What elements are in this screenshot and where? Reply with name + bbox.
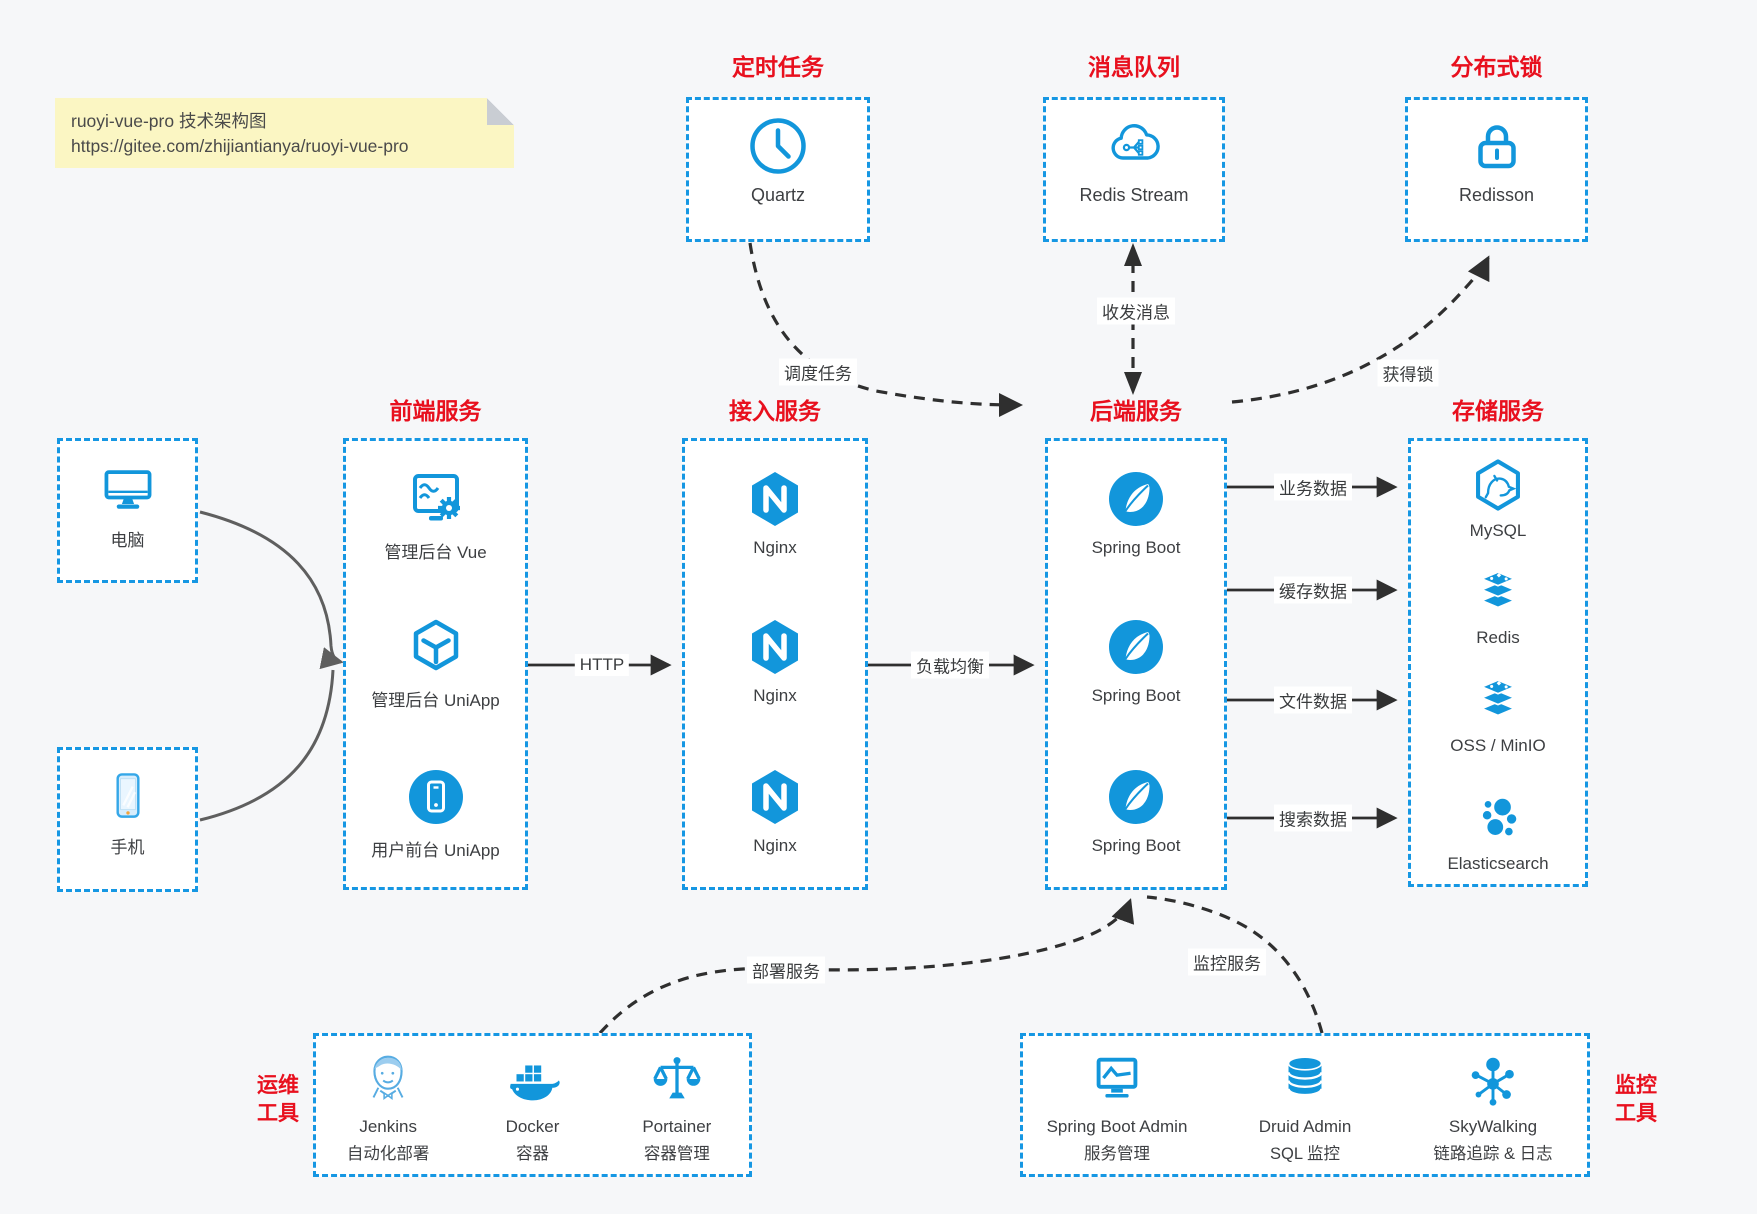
title-frontend: 前端服务 [389,398,482,424]
box-client-mobile: 手机 [57,747,198,892]
ops-tools-label: 运维 工具 [257,1074,299,1125]
box-storage: MySQL Redis OSS / MinIO Elasticsearch [1408,438,1588,887]
tool-spring-boot-admin: Spring Boot Admin 服务管理 [1023,1036,1211,1174]
node-label: OSS / MinIO [1450,736,1546,755]
node-label: 电脑 [110,531,145,550]
node-label: 管理后台 UniApp [371,691,500,710]
docker-icon [501,1049,563,1111]
node-label: Nginx [753,686,797,705]
tool-name: Jenkins [359,1117,417,1136]
node-label: 用户前台 UniApp [371,841,500,860]
title-storage: 存储服务 [1452,398,1544,424]
vue-admin-screen-icon [404,467,468,531]
title-message-queue: 消息队列 [1088,54,1180,80]
box-monitor-tools: Spring Boot Admin 服务管理 Druid Admin SQL 监… [1020,1033,1590,1177]
title-distributed-lock: 分布式锁 [1450,54,1543,80]
elasticsearch-icon [1469,789,1527,847]
tool-name: Docker [505,1117,560,1136]
tool-name: Druid Admin [1258,1117,1352,1136]
sticky-note: ruoyi-vue-pro 技术架构图 https://gitee.com/zh… [55,98,514,168]
nginx-icon [743,765,807,829]
tool-name: SkyWalking [1448,1117,1538,1136]
spring-boot-icon [1104,467,1168,531]
edge-label-business-data: 业务数据 [1274,473,1352,501]
note-fold-corner [487,98,514,125]
tool-desc: SQL 监控 [1270,1145,1340,1163]
node-label: Elasticsearch [1447,854,1549,873]
redis-icon [1469,563,1527,621]
cloud-stream-icon [1102,114,1166,178]
tool-skywalking: SkyWalking 链路追踪 & 日志 [1399,1036,1587,1174]
node-label: Nginx [753,836,797,855]
smartphone-icon [98,766,158,826]
node-label: Redis [1476,628,1520,647]
note-title: ruoyi-vue-pro 技术架构图 [71,111,267,131]
skywalking-icon [1462,1049,1524,1111]
box-frontend: 管理后台 Vue 管理后台 UniApp 用户前台 UniApp [343,438,528,890]
edge-label-monitor-service: 监控服务 [1188,948,1266,976]
title-access: 接入服务 [729,398,821,424]
clock-icon [746,114,810,178]
node-label: Spring Boot [1091,836,1181,855]
edge-label-send-receive-msg: 收发消息 [1097,297,1175,325]
note-url: https://gitee.com/zhijiantianya/ruoyi-vu… [71,136,409,156]
edge-label-schedule-task: 调度任务 [779,358,857,386]
title-scheduled-task: 定时任务 [732,54,824,80]
box-ops-tools: Jenkins 自动化部署 Docker 容器 Portainer 容器管理 [313,1033,752,1177]
box-distributed-lock: Redisson [1405,97,1588,242]
spring-boot-icon [1104,765,1168,829]
node-label: Spring Boot [1091,686,1181,705]
edge-label-load-balance: 负载均衡 [911,651,989,679]
uniapp-cube-icon [404,615,468,679]
nginx-icon [743,467,807,531]
druid-icon [1274,1049,1336,1111]
edge-label-cache-data: 缓存数据 [1274,576,1352,604]
user-app-phone-icon [404,765,468,829]
node-label: Spring Boot [1091,538,1181,557]
oss-minio-icon [1469,671,1527,729]
edge-label-http: HTTP [574,654,630,676]
box-backend: Spring Boot Spring Boot Spring Boot [1045,438,1227,890]
mysql-icon [1469,456,1527,514]
tool-docker: Docker 容器 [460,1036,604,1174]
tool-jenkins: Jenkins 自动化部署 [316,1036,460,1174]
spring-boot-admin-icon [1086,1049,1148,1111]
nginx-icon [743,615,807,679]
node-label: Redis Stream [1079,185,1189,205]
tool-desc: 链路追踪 & 日志 [1433,1145,1553,1163]
node-label: Quartz [750,185,806,205]
title-backend: 后端服务 [1090,398,1182,424]
edge-label-file-data: 文件数据 [1274,686,1352,714]
tool-druid-admin: Druid Admin SQL 监控 [1211,1036,1399,1174]
node-label: MySQL [1469,521,1527,540]
tool-desc: 服务管理 [1084,1145,1150,1163]
tool-name: Portainer [642,1117,712,1136]
jenkins-icon [357,1049,419,1111]
box-access: Nginx Nginx Nginx [682,438,868,890]
box-client-pc: 电脑 [57,438,198,583]
tool-desc: 容器 [515,1145,549,1163]
edge-label-search-data: 搜索数据 [1274,804,1352,832]
lock-icon [1465,114,1529,178]
node-label: 管理后台 Vue [384,543,487,562]
tool-desc: 容器管理 [643,1145,710,1163]
portainer-icon [646,1049,708,1111]
monitor-tools-label: 监控 工具 [1615,1074,1657,1125]
spring-boot-icon [1104,615,1168,679]
desktop-icon [98,459,158,519]
tool-portainer: Portainer 容器管理 [605,1036,749,1174]
tool-name: Spring Boot Admin [1046,1117,1188,1136]
box-message-queue: Redis Stream [1043,97,1225,242]
node-label: 手机 [110,838,145,857]
node-label: Redisson [1458,185,1535,205]
box-scheduled-task: Quartz [686,97,870,242]
edge-label-deploy-service: 部署服务 [747,956,825,984]
node-label: Nginx [753,538,797,557]
tool-desc: 自动化部署 [346,1145,430,1163]
edge-label-acquire-lock: 获得锁 [1377,359,1439,387]
